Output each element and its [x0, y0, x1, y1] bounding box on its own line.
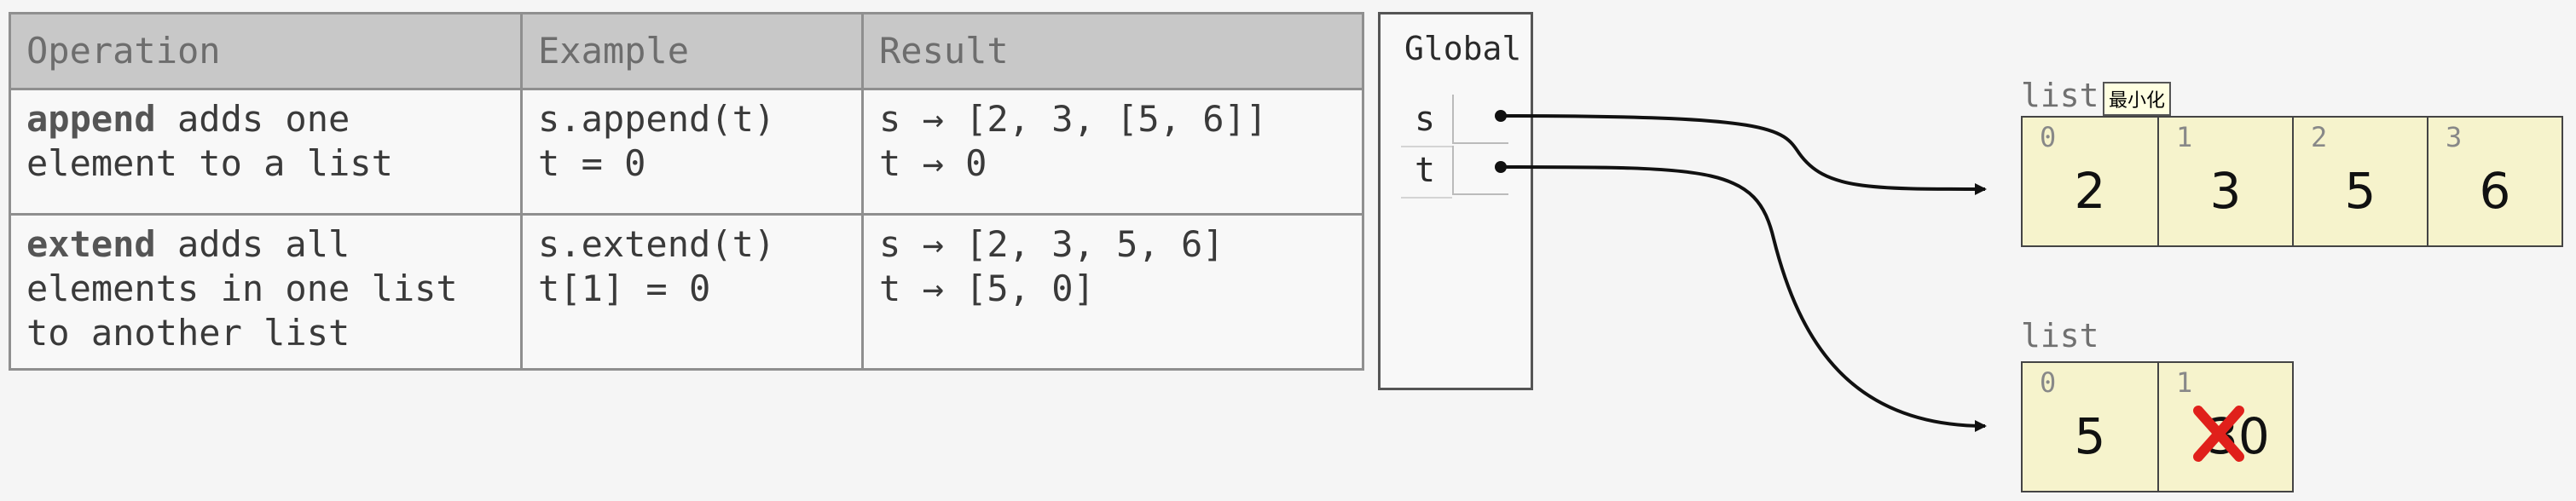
cell-index: 0 [2040, 121, 2057, 153]
list-cell: 0 2 [2023, 118, 2157, 245]
variable-pointer-box [1452, 146, 1508, 195]
cell-index: 3 [2446, 121, 2463, 153]
list-t: 0 5 1 30 [2021, 361, 2294, 492]
operation-keyword: append [26, 98, 156, 140]
pointer-arrow-t [1495, 161, 1987, 432]
header-result: Result [861, 12, 1364, 90]
cell-value: 6 [2479, 162, 2511, 220]
cell-index: 2 [2311, 121, 2328, 153]
list-cell: 2 5 [2292, 118, 2427, 245]
variable-name: s [1415, 100, 1436, 139]
pointer-arrow-s [1495, 110, 1987, 195]
minimize-tooltip: 最小化 [2103, 82, 2172, 116]
cell-value: 2 [2074, 162, 2106, 220]
cell-value: 5 [2344, 162, 2376, 220]
cell-index: 1 [2176, 121, 2193, 153]
list-cell: 0 5 [2023, 363, 2157, 491]
table-row: append adds one element to a list s.appe… [9, 88, 1364, 216]
operation-description: adds one element to a list [26, 98, 393, 184]
variable-divider [1401, 197, 1452, 199]
table-header-row: Operation Example Result [9, 12, 1364, 90]
cell-value: 3 [2209, 162, 2242, 220]
variable-divider [1401, 146, 1452, 147]
variable-pointer-box [1452, 95, 1508, 144]
list-cell: 1 30 [2157, 363, 2292, 491]
variable-name: t [1415, 151, 1436, 190]
frame-variable-s: s [1401, 95, 1524, 147]
operation-cell: extend adds all elements in one list to … [9, 213, 523, 371]
list-cell: 1 3 [2157, 118, 2292, 245]
operations-table: Operation Example Result append adds one… [9, 12, 1364, 371]
result-cell: s → [2, 3, [5, 6]] t → 0 [861, 88, 1364, 216]
example-cell: s.append(t) t = 0 [520, 88, 864, 216]
cell-value: 5 [2074, 407, 2106, 465]
example-cell: s.extend(t) t[1] = 0 [520, 213, 864, 371]
frame-variable-t: t [1401, 146, 1524, 199]
result-cell: s → [2, 3, 5, 6] t → [5, 0] [861, 213, 1364, 371]
list-label: list [2021, 317, 2099, 354]
frame-title: Global [1404, 30, 1522, 67]
operation-description: adds all elements in one list to another… [26, 223, 458, 354]
operation-keyword: extend [26, 223, 156, 265]
header-example: Example [520, 12, 864, 90]
operation-cell: append adds one element to a list [9, 88, 523, 216]
table-row: extend adds all elements in one list to … [9, 213, 1364, 371]
header-operation: Operation [9, 12, 523, 90]
cell-index: 0 [2040, 366, 2057, 399]
global-frame: Global s t [1378, 12, 1533, 390]
cell-index: 1 [2176, 366, 2193, 399]
list-cell: 3 6 [2427, 118, 2562, 245]
list-s: 0 2 1 3 2 5 3 6 [2021, 116, 2563, 247]
list-label: list [2021, 77, 2099, 114]
cross-icon [2193, 406, 2244, 462]
